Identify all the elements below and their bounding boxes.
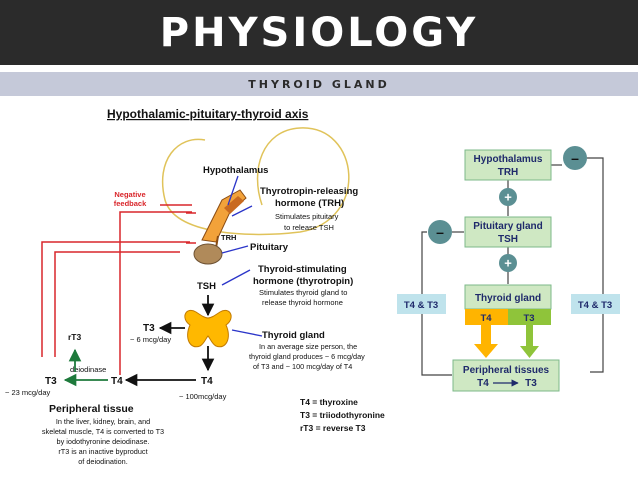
peripheral-note-3: by iodothyronine deiodinase. — [57, 437, 150, 446]
label-pointers — [221, 175, 263, 337]
box-thyroid-label: Thyroid gland — [475, 293, 541, 304]
minus-top-sign: – — [571, 150, 579, 166]
page-title: PHYSIOLOGY — [159, 9, 479, 56]
thyroid-gland-label: Thyroid gland — [262, 330, 325, 341]
t4-bottom-label: T4 — [201, 376, 213, 387]
minus-left-sign: – — [436, 224, 444, 240]
trh-name-1: Thyrotropin-releasing — [260, 186, 358, 197]
t3-down-arrow — [520, 325, 539, 358]
trh-name-2: hormone (TRH) — [275, 198, 344, 209]
negative-feedback-lines — [41, 204, 196, 375]
t3-segment — [508, 309, 551, 325]
hypothalamus-label: Hypothalamus — [203, 165, 268, 176]
tsh-name-2: hormone (thyrotropin) — [253, 276, 353, 287]
box-pituitary-label: Pituitary gland — [473, 221, 542, 232]
t3-top-label: T3 — [143, 323, 155, 334]
box-hypothalamus — [464, 149, 552, 181]
page-subtitle: THYROID GLAND — [248, 77, 390, 91]
box-peripheral — [452, 359, 560, 392]
t3-top-rate: ~ 6 mcg/day — [130, 335, 171, 344]
box-peripheral-label: Peripheral tissues — [463, 365, 550, 376]
title-banner: PHYSIOLOGY — [0, 0, 638, 65]
box-pituitary-hormone: TSH — [498, 234, 518, 245]
tsh-label: TSH — [197, 281, 216, 292]
t4-down-arrow — [474, 325, 498, 358]
side-box-right-label: T4 & T3 — [578, 300, 612, 311]
rt3-label: rT3 — [68, 332, 82, 342]
hypothalamus-shade — [224, 196, 244, 214]
plus-icon-2 — [499, 254, 517, 272]
minus-icon-top — [563, 146, 587, 170]
axis-heading: Hypothalamic-pituitary-thyroid axis — [107, 107, 309, 121]
pituitary-shape — [193, 243, 223, 265]
trh-label: TRH — [221, 233, 236, 242]
peripheral-tissue-label: Peripheral tissue — [49, 403, 134, 415]
peripheral-note-4: rT3 is an inactive byproduct — [58, 447, 147, 456]
conversion-t4: T4 — [477, 378, 489, 389]
feedback-loop — [161, 127, 350, 236]
legend-t4: T4 = thyroxine — [300, 397, 358, 407]
minus-icon-left — [428, 220, 452, 244]
plus-1-sign: + — [504, 190, 512, 205]
t4-mid-label: T4 — [111, 376, 123, 387]
deiodinase-label: deiodinase — [70, 365, 106, 374]
peripheral-note-1: In the liver, kidney, brain, and — [56, 417, 150, 426]
peripheral-note-5: of deiodination. — [78, 457, 128, 466]
side-box-left-label: T4 & T3 — [404, 300, 438, 311]
tsh-note-2: release thyroid hormone — [262, 298, 343, 307]
pituitary-label: Pituitary — [250, 242, 289, 253]
t4-segment — [465, 309, 508, 325]
negative-feedback-label-1: Negative — [114, 190, 145, 199]
tsh-name-1: Thyroid-stimulating — [258, 264, 347, 275]
trh-note-2: to release TSH — [284, 223, 334, 232]
thyroid-note-2: thyroid gland produces ~ 6 mcg/day — [249, 352, 365, 361]
plus-2-sign: + — [504, 256, 512, 271]
thyroid-note-3: of T3 and ~ 100 mcg/day of T4 — [253, 362, 352, 371]
t3-segment-label: T3 — [523, 313, 534, 324]
box-hypothalamus-label: Hypothalamus — [474, 154, 543, 165]
side-box-right — [571, 294, 620, 314]
box-hypothalamus-hormone: TRH — [498, 167, 519, 178]
peripheral-note-2: skeletal muscle, T4 is converted to T3 — [42, 427, 164, 436]
t4-segment-label: T4 — [480, 313, 492, 324]
box-thyroid — [464, 284, 552, 310]
box-pituitary — [464, 216, 552, 248]
t3-left-rate: ~ 23 mcg/day — [5, 388, 50, 397]
thyroid-note-1: In an average size person, the — [259, 342, 357, 351]
side-box-left — [397, 294, 446, 314]
thyroid-gland-shape — [184, 310, 232, 348]
tsh-note-1: Stimulates thyroid gland to — [259, 288, 347, 297]
t4-rate: ~ 100mcg/day — [179, 392, 227, 401]
legend-rt3: rT3 = reverse T3 — [300, 423, 366, 433]
subtitle-bar: THYROID GLAND — [0, 72, 638, 96]
trh-note-1: Stimulates pituitary — [275, 212, 339, 221]
legend-t3: T3 = triiodothyronine — [300, 410, 385, 420]
conversion-t3: T3 — [525, 378, 537, 389]
t3-left-label: T3 — [45, 376, 57, 387]
plus-icon-1 — [499, 188, 517, 206]
negative-feedback-label-2: feedback — [114, 199, 147, 208]
